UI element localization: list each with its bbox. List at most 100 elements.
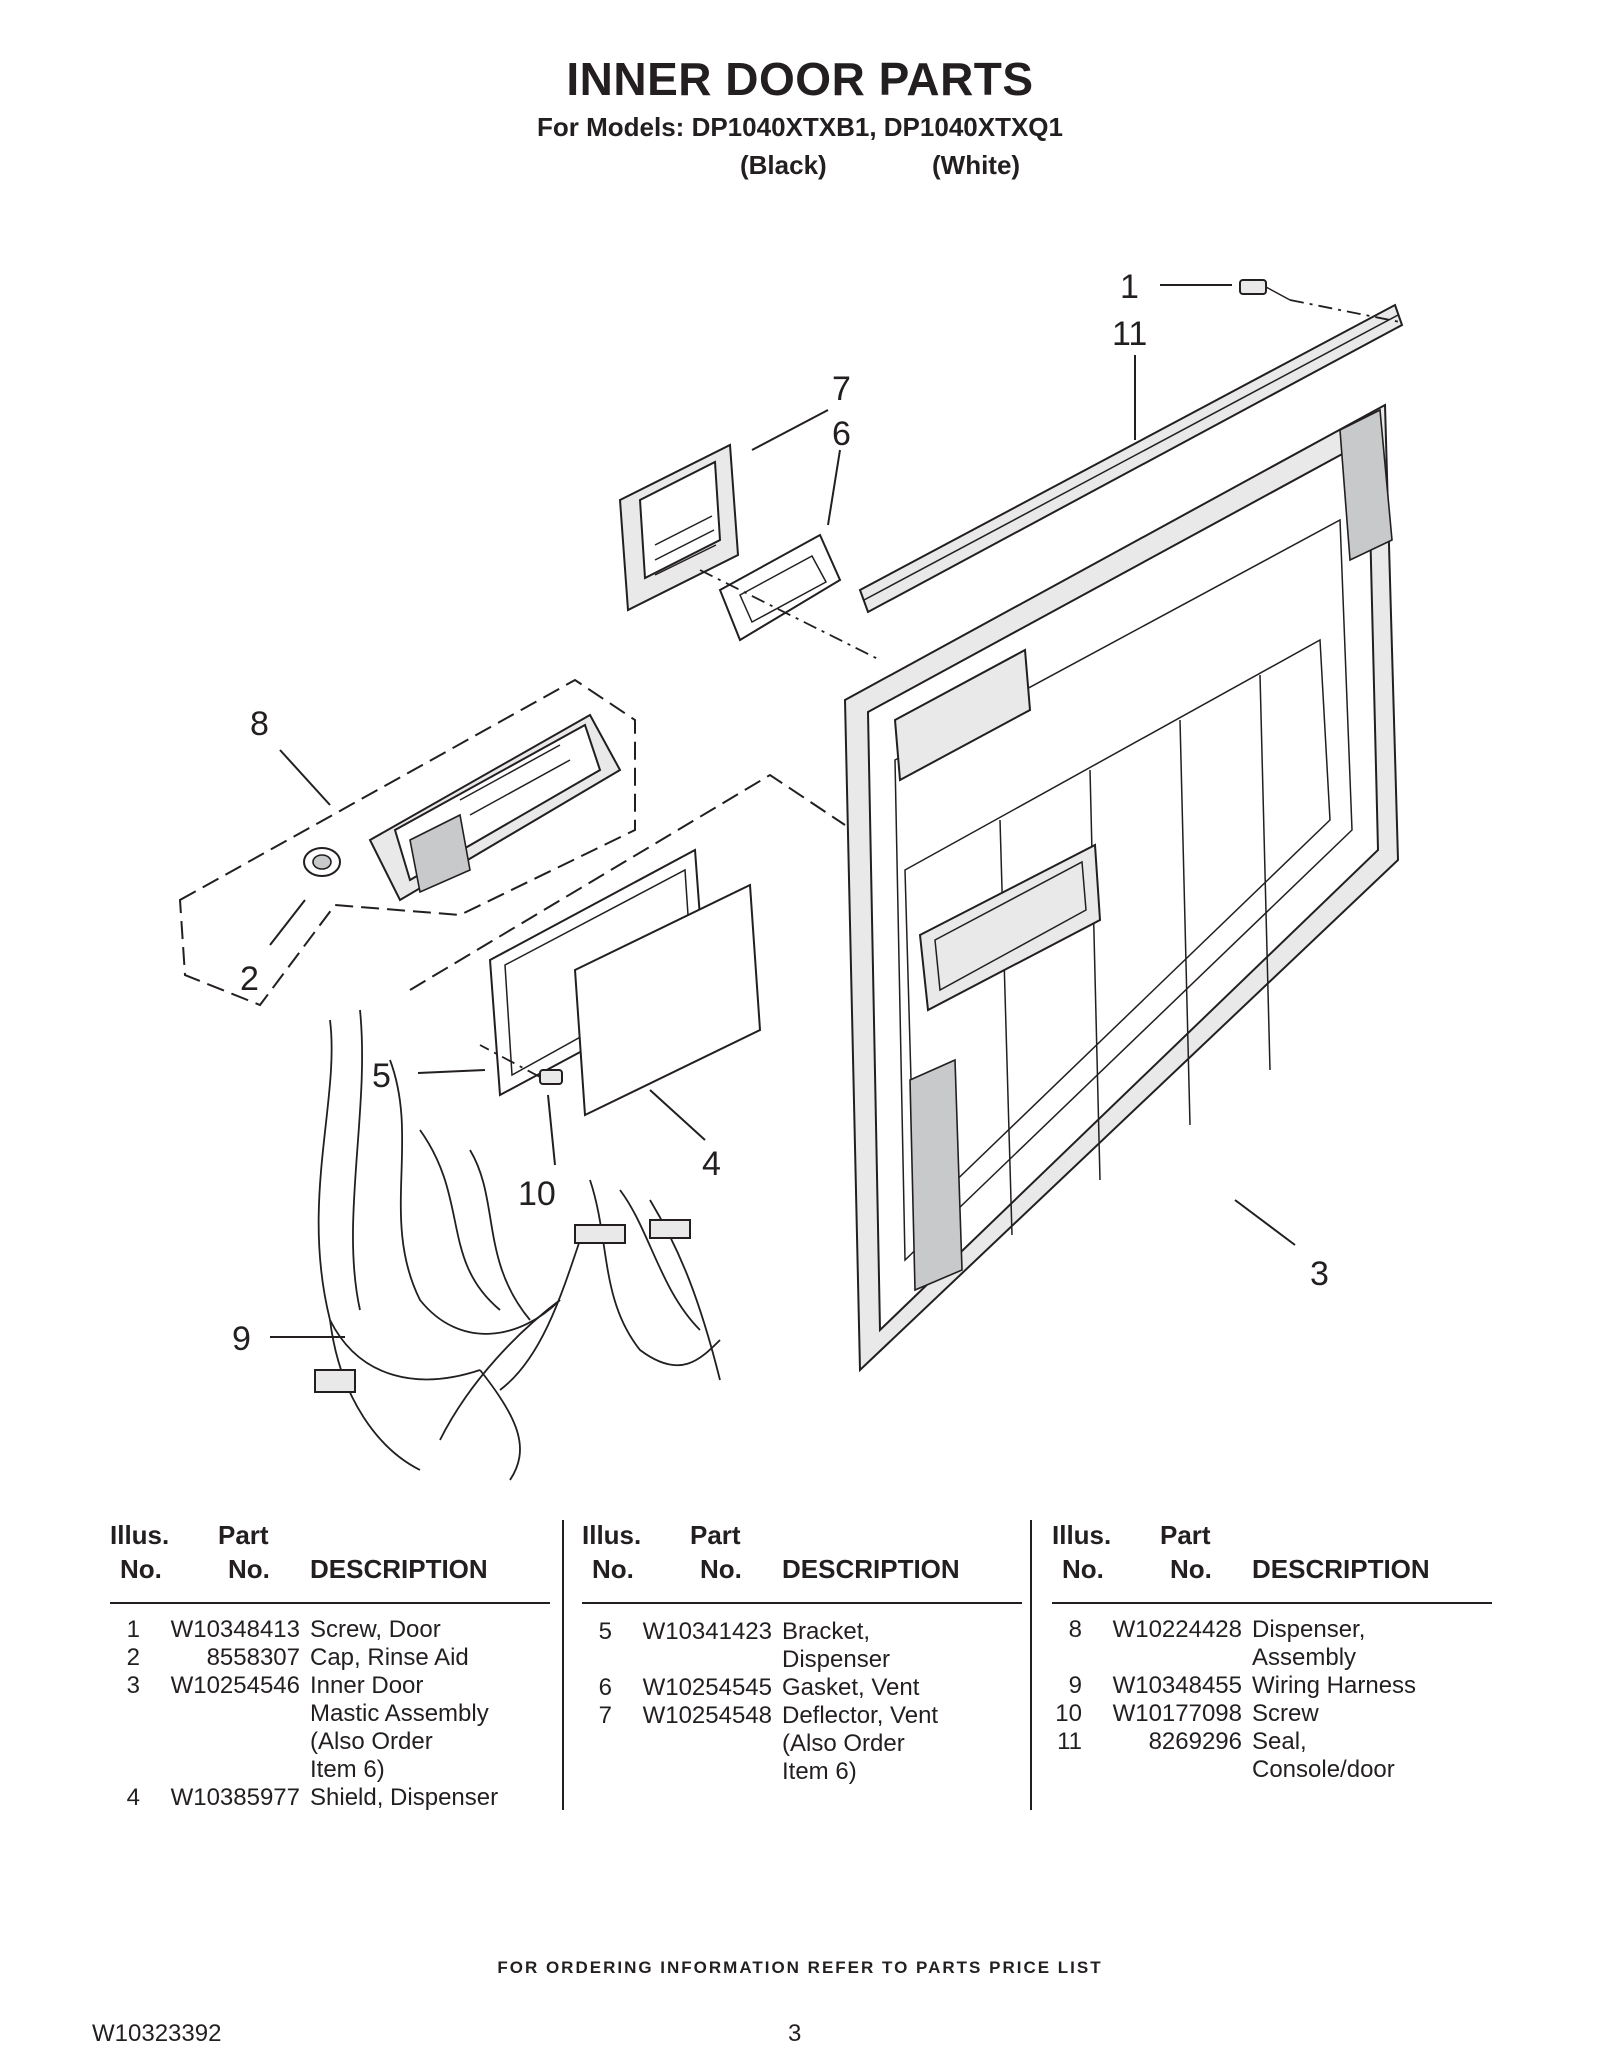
header-part: Part xyxy=(690,1520,741,1550)
description: Dispenser xyxy=(782,1646,891,1673)
header-part: Part xyxy=(1160,1520,1211,1550)
console-door-seal xyxy=(858,303,1404,614)
description: Gasket, Vent xyxy=(782,1674,920,1701)
callout-5: 5 xyxy=(372,1057,391,1095)
table-row: 1 W10348413 Screw, Door xyxy=(110,1616,550,1644)
document-number: W10323392 xyxy=(92,2020,222,2047)
table-row: 7 W10254548 Deflector, Vent (Also Order … xyxy=(582,1702,1022,1786)
header-illus-no: No. xyxy=(120,1554,162,1584)
table-row: 4 W10385977 Shield, Dispenser xyxy=(110,1784,550,1812)
table-row: 6 W10254545 Gasket, Vent xyxy=(582,1674,1022,1702)
description: Screw, Door xyxy=(310,1616,441,1643)
page-number: 3 xyxy=(788,2020,802,2047)
table-row: 9 W10348455 Wiring Harness xyxy=(1052,1672,1492,1700)
illus-no: 7 xyxy=(598,1702,612,1729)
callout-1: 1 xyxy=(1120,268,1139,306)
part-no: W10348413 xyxy=(170,1616,300,1643)
illus-no: 4 xyxy=(126,1784,140,1811)
vent-gasket xyxy=(718,533,842,642)
table-header: Illus. No. Part No. DESCRIPTION xyxy=(1052,1520,1492,1604)
callout-8: 8 xyxy=(250,705,269,743)
description: Cap, Rinse Aid xyxy=(310,1644,469,1671)
description: Shield, Dispenser xyxy=(310,1784,499,1811)
parts-table-col-3: Illus. No. Part No. DESCRIPTION 8 W10224… xyxy=(1052,1520,1492,1784)
header-illus-no: No. xyxy=(1062,1554,1104,1584)
description: Assembly xyxy=(1252,1644,1357,1671)
variant-black: (Black) xyxy=(740,150,827,180)
header-illus-no: No. xyxy=(592,1554,634,1584)
header-description: DESCRIPTION xyxy=(782,1554,960,1584)
illus-no: 5 xyxy=(598,1618,612,1645)
page-title: INNER DOOR PARTS xyxy=(566,53,1034,105)
description: (Also Order xyxy=(310,1728,433,1755)
part-no: W10341423 xyxy=(642,1618,772,1645)
header-part-no: No. xyxy=(700,1554,742,1584)
header-description: DESCRIPTION xyxy=(310,1554,488,1584)
description: Deflector, Vent xyxy=(782,1702,939,1729)
description: Dispenser, xyxy=(1252,1616,1366,1643)
table-row: 11 8269296 Seal, Console/door xyxy=(1052,1728,1492,1784)
illus-no: 6 xyxy=(598,1674,612,1701)
dispenser-shield xyxy=(573,883,762,1117)
part-no: W10385977 xyxy=(170,1784,300,1811)
callout-9: 9 xyxy=(232,1320,251,1358)
table-row: 10 W10177098 Screw xyxy=(1052,1700,1492,1728)
callout-7: 7 xyxy=(832,370,851,408)
description: Bracket, xyxy=(782,1618,871,1645)
illus-no: 9 xyxy=(1068,1672,1082,1699)
description: Item 6) xyxy=(782,1758,857,1785)
variant-white: (White) xyxy=(932,150,1021,180)
header-part-no: No. xyxy=(1170,1554,1212,1584)
illus-no: 8 xyxy=(1068,1616,1082,1643)
illus-no: 11 xyxy=(1057,1728,1082,1755)
description: Console/door xyxy=(1252,1756,1395,1783)
callout-10: 10 xyxy=(518,1175,556,1213)
bracket-screw xyxy=(539,1069,563,1085)
description: Inner Door xyxy=(310,1672,424,1699)
illus-no: 3 xyxy=(126,1672,140,1699)
inner-door-panel xyxy=(843,403,1400,1373)
table-row: 8 W10224428 Dispenser, Assembly xyxy=(1052,1616,1492,1672)
description: (Also Order xyxy=(782,1730,905,1757)
table-header: Illus. No. Part No. DESCRIPTION xyxy=(582,1520,1022,1604)
part-no: W10348455 xyxy=(1112,1672,1242,1699)
callout-4: 4 xyxy=(702,1145,721,1183)
description: Screw xyxy=(1252,1700,1319,1727)
parts-table-col-2: Illus. No. Part No. DESCRIPTION 5 W10341… xyxy=(582,1520,1022,1786)
part-no: W10254546 xyxy=(170,1672,300,1699)
table-header: Illus. No. Part No. DESCRIPTION xyxy=(110,1520,550,1604)
callout-11: 11 xyxy=(1112,315,1147,353)
part-no: 8269296 xyxy=(1148,1728,1242,1755)
header-part: Part xyxy=(218,1520,269,1550)
ordering-note: FOR ORDERING INFORMATION REFER TO PARTS … xyxy=(497,1958,1103,1977)
parts-table-col-1: Illus. No. Part No. DESCRIPTION 1 W10348… xyxy=(110,1520,550,1812)
header-illus: Illus. xyxy=(1052,1520,1112,1550)
wiring-harness xyxy=(314,1009,721,1481)
column-divider xyxy=(562,1520,564,1810)
dispenser-assembly xyxy=(368,713,622,902)
column-divider xyxy=(1030,1520,1032,1810)
part-no: W10254545 xyxy=(642,1674,772,1701)
exploded-parts-diagram: 1 11 7 6 8 2 5 10 4 3 9 xyxy=(178,268,1404,1481)
header-part-no: No. xyxy=(228,1554,270,1584)
description: Wiring Harness xyxy=(1252,1672,1417,1699)
callout-3: 3 xyxy=(1310,1255,1329,1293)
description: Mastic Assembly xyxy=(310,1700,489,1727)
callout-2: 2 xyxy=(240,960,259,998)
description: Seal, xyxy=(1252,1728,1307,1755)
vent-deflector xyxy=(618,443,740,612)
illus-no: 10 xyxy=(1055,1700,1082,1727)
callout-6: 6 xyxy=(832,415,851,453)
table-row: 2 8558307 Cap, Rinse Aid xyxy=(110,1644,550,1672)
illus-no: 2 xyxy=(126,1644,140,1671)
rinse-aid-cap xyxy=(303,847,341,877)
part-no: W10254548 xyxy=(642,1702,772,1729)
part-no: W10224428 xyxy=(1112,1616,1242,1643)
illus-no: 1 xyxy=(126,1616,140,1643)
table-row: 5 W10341423 Bracket, Dispenser xyxy=(582,1618,1022,1674)
description: Item 6) xyxy=(310,1756,385,1783)
leader-lines xyxy=(269,284,1296,1338)
table-row: 3 W10254546 Inner Door Mastic Assembly (… xyxy=(110,1672,550,1784)
dispenser-group-box xyxy=(178,678,636,1007)
part-no: W10177098 xyxy=(1112,1700,1242,1727)
